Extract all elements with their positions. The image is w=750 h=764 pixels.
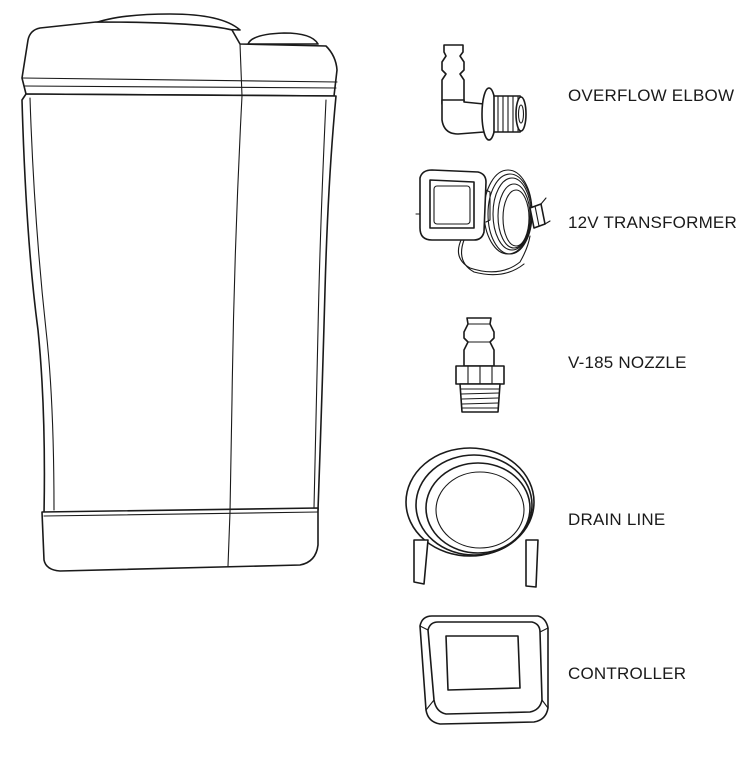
drain-line-label: DRAIN LINE xyxy=(568,510,666,529)
overflow-elbow-illustration xyxy=(441,44,527,141)
transformer-label: 12V TRANSFORMER xyxy=(568,213,737,232)
overflow-elbow-label: OVERFLOW ELBOW xyxy=(568,86,735,105)
nozzle-label: V-185 NOZZLE xyxy=(568,353,687,372)
controller-illustration xyxy=(419,615,549,725)
softener-unit-illustration xyxy=(21,13,338,572)
nozzle-illustration xyxy=(455,317,505,413)
controller-label: CONTROLLER xyxy=(568,664,687,683)
drain-line-illustration xyxy=(405,447,539,588)
transformer-illustration xyxy=(415,169,551,276)
